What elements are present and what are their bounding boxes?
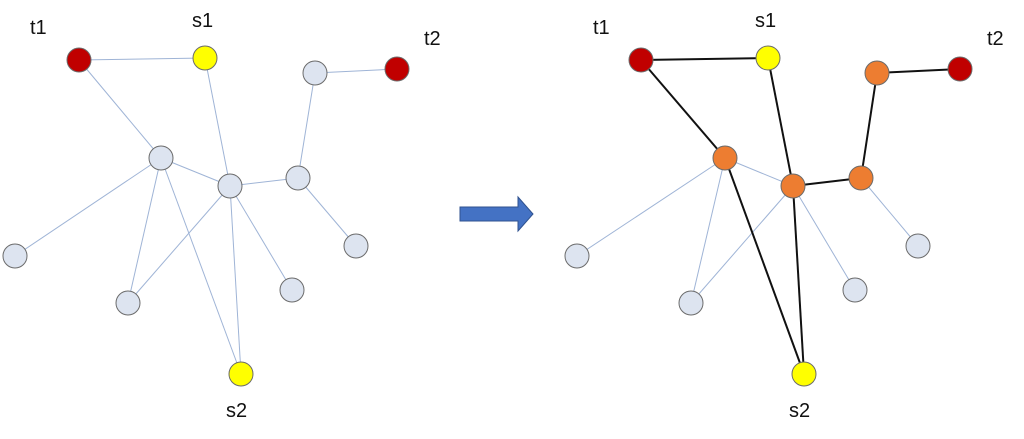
left-edge xyxy=(127,185,231,304)
right-edge xyxy=(690,185,794,304)
left-label-s1: s1 xyxy=(192,10,213,32)
right-label-s2: s2 xyxy=(789,400,810,422)
steiner-edge xyxy=(792,185,805,375)
left-node xyxy=(115,290,141,316)
left-edge xyxy=(127,157,162,304)
left-node xyxy=(2,243,28,269)
left-edge xyxy=(204,57,231,187)
left-edge xyxy=(78,59,162,159)
right-node xyxy=(564,243,590,269)
right-edge xyxy=(792,185,856,291)
steiner-edge xyxy=(640,57,769,61)
steiner-node xyxy=(712,145,738,171)
steiner-edge xyxy=(767,57,794,187)
left-node-t2 xyxy=(384,56,410,82)
steiner-node xyxy=(780,173,806,199)
left-node xyxy=(343,233,369,259)
steiner-edge xyxy=(724,157,805,375)
right-edge xyxy=(860,177,919,247)
left-node xyxy=(217,173,243,199)
left-node xyxy=(285,165,311,191)
right-label-t1: t1 xyxy=(593,17,610,39)
left-labels: t1 s1 t2 s2 xyxy=(30,10,441,422)
steiner-edge xyxy=(876,68,961,74)
left-node xyxy=(279,277,305,303)
left-edge xyxy=(78,57,206,61)
right-edge xyxy=(690,157,726,304)
left-edge xyxy=(314,68,398,74)
right-graph: t1 s1 t2 s2 xyxy=(564,10,1004,422)
left-edge xyxy=(229,185,242,375)
right-nodes xyxy=(564,45,973,387)
steiner-edge xyxy=(640,59,726,159)
right-labels: t1 s1 t2 s2 xyxy=(593,10,1004,422)
right-arrow-icon xyxy=(459,195,534,233)
steiner-node xyxy=(848,165,874,191)
left-node xyxy=(302,60,328,86)
right-node-s1 xyxy=(755,45,781,71)
right-node-t1 xyxy=(628,47,654,73)
left-label-t1: t1 xyxy=(30,17,47,39)
left-node-s2 xyxy=(228,361,254,387)
right-node xyxy=(678,290,704,316)
left-label-s2: s2 xyxy=(226,400,247,422)
left-node xyxy=(148,145,174,171)
right-label-t2: t2 xyxy=(987,28,1004,50)
right-node xyxy=(905,233,931,259)
left-edge xyxy=(297,72,316,179)
left-edge xyxy=(160,157,242,375)
left-node-s1 xyxy=(192,45,218,71)
steiner-node xyxy=(864,60,890,86)
steiner-edge xyxy=(860,72,878,179)
right-label-s1: s1 xyxy=(755,10,776,32)
left-edges xyxy=(14,57,398,375)
left-label-t2: t2 xyxy=(424,28,441,50)
left-node-t1 xyxy=(66,47,92,73)
right-bold-edges xyxy=(640,57,961,375)
left-edge xyxy=(14,157,162,257)
right-node-t2 xyxy=(947,56,973,82)
left-edge xyxy=(297,177,357,247)
left-nodes xyxy=(2,45,410,387)
left-graph: t1 s1 t2 s2 xyxy=(2,10,441,422)
right-edge xyxy=(576,157,726,257)
right-node xyxy=(842,277,868,303)
left-edge xyxy=(229,185,293,291)
right-node-s2 xyxy=(791,361,817,387)
